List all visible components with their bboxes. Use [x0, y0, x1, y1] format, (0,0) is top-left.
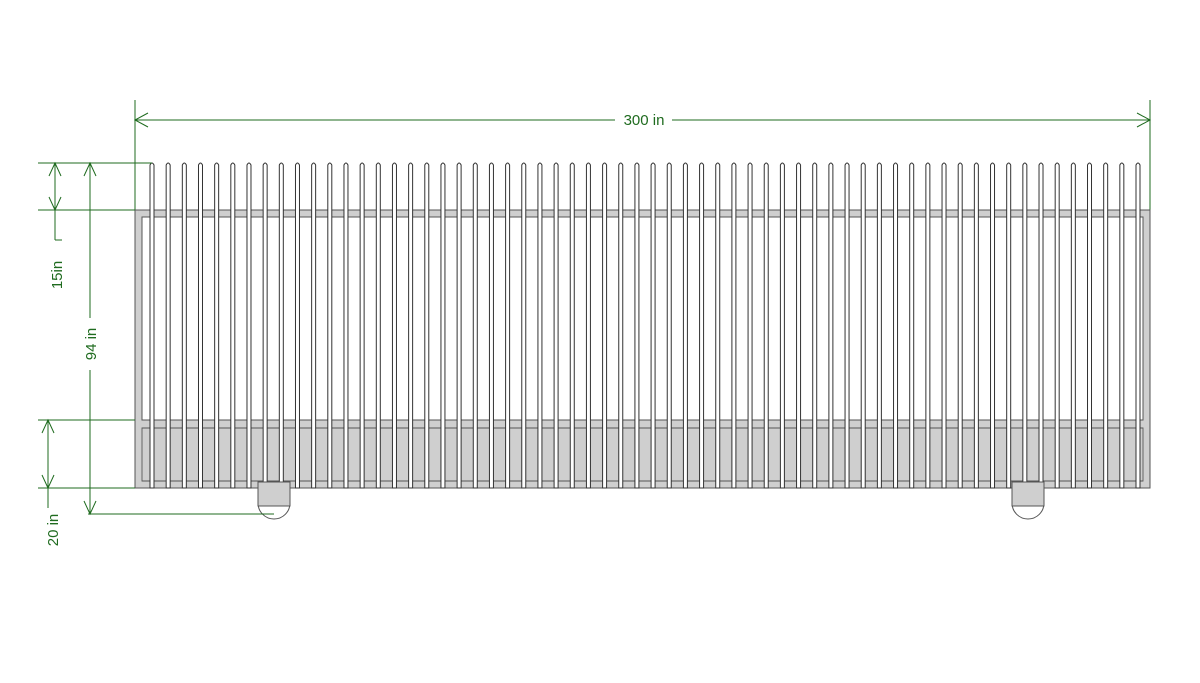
roller-housing-left — [257, 481, 291, 507]
picket — [391, 162, 397, 489]
picket — [666, 162, 672, 489]
picket — [197, 162, 203, 489]
picket — [779, 162, 785, 489]
picket — [375, 162, 381, 489]
picket — [634, 162, 640, 489]
height-dimensions: 15in 94 in 20 in — [38, 161, 274, 547]
picket — [1054, 162, 1060, 489]
picket — [472, 162, 478, 489]
picket — [181, 162, 187, 489]
picket — [408, 162, 414, 489]
picket — [488, 162, 494, 489]
picket — [1006, 162, 1012, 489]
picket — [456, 162, 462, 489]
picket — [294, 162, 300, 489]
picket — [893, 162, 899, 489]
width-label: 300 in — [624, 112, 665, 129]
picket — [715, 162, 721, 489]
picket-group — [149, 162, 1141, 489]
overall-arrow-up — [83, 161, 97, 177]
bottom-clearance-label: 20 in — [45, 514, 62, 547]
top-picket-label: 15in — [49, 261, 66, 289]
picket — [650, 162, 656, 489]
picket — [1022, 162, 1028, 489]
overall-height-label: 94 in — [83, 328, 100, 361]
gate-frame — [134, 209, 1151, 489]
picket — [1103, 162, 1109, 489]
picket — [747, 162, 753, 489]
picket — [262, 162, 268, 489]
picket — [311, 162, 317, 489]
picket — [828, 162, 834, 489]
picket — [521, 162, 527, 489]
picket — [149, 162, 155, 489]
picket — [537, 162, 543, 489]
picket — [876, 162, 882, 489]
bottom-arrow-up — [41, 418, 55, 434]
picket — [1070, 162, 1076, 489]
picket — [327, 162, 333, 489]
picket — [925, 162, 931, 489]
picket — [909, 162, 915, 489]
picket — [278, 162, 284, 489]
width-arrow-left — [133, 112, 149, 128]
picket — [682, 162, 688, 489]
picket — [731, 162, 737, 489]
picket — [957, 162, 963, 489]
picket — [1119, 162, 1125, 489]
picket — [1087, 162, 1093, 489]
picket — [165, 162, 171, 489]
overall-arrow-down — [83, 500, 97, 516]
picket — [796, 162, 802, 489]
roller-right — [1011, 481, 1045, 520]
picket — [343, 162, 349, 489]
picket — [1135, 162, 1141, 489]
picket — [618, 162, 624, 489]
picket — [990, 162, 996, 489]
picket — [424, 162, 430, 489]
roller-wheel-right — [1011, 502, 1045, 520]
picket — [440, 162, 446, 489]
roller-wheel-left — [257, 502, 291, 520]
picket — [941, 162, 947, 489]
picket — [359, 162, 365, 489]
picket — [569, 162, 575, 489]
picket — [553, 162, 559, 489]
picket — [763, 162, 769, 489]
picket — [246, 162, 252, 489]
picket — [699, 162, 705, 489]
roller-housing-right — [1011, 481, 1045, 507]
width-dimension: 300 in — [133, 100, 1152, 210]
picket — [230, 162, 236, 489]
picket — [602, 162, 608, 489]
picket — [844, 162, 850, 489]
roller-left — [257, 481, 291, 520]
picket — [585, 162, 591, 489]
width-arrow-right — [1136, 112, 1152, 128]
top-picket-arrow-up — [48, 161, 62, 177]
picket — [812, 162, 818, 489]
picket — [505, 162, 511, 489]
picket — [1038, 162, 1044, 489]
picket — [860, 162, 866, 489]
picket — [973, 162, 979, 489]
picket — [214, 162, 220, 489]
